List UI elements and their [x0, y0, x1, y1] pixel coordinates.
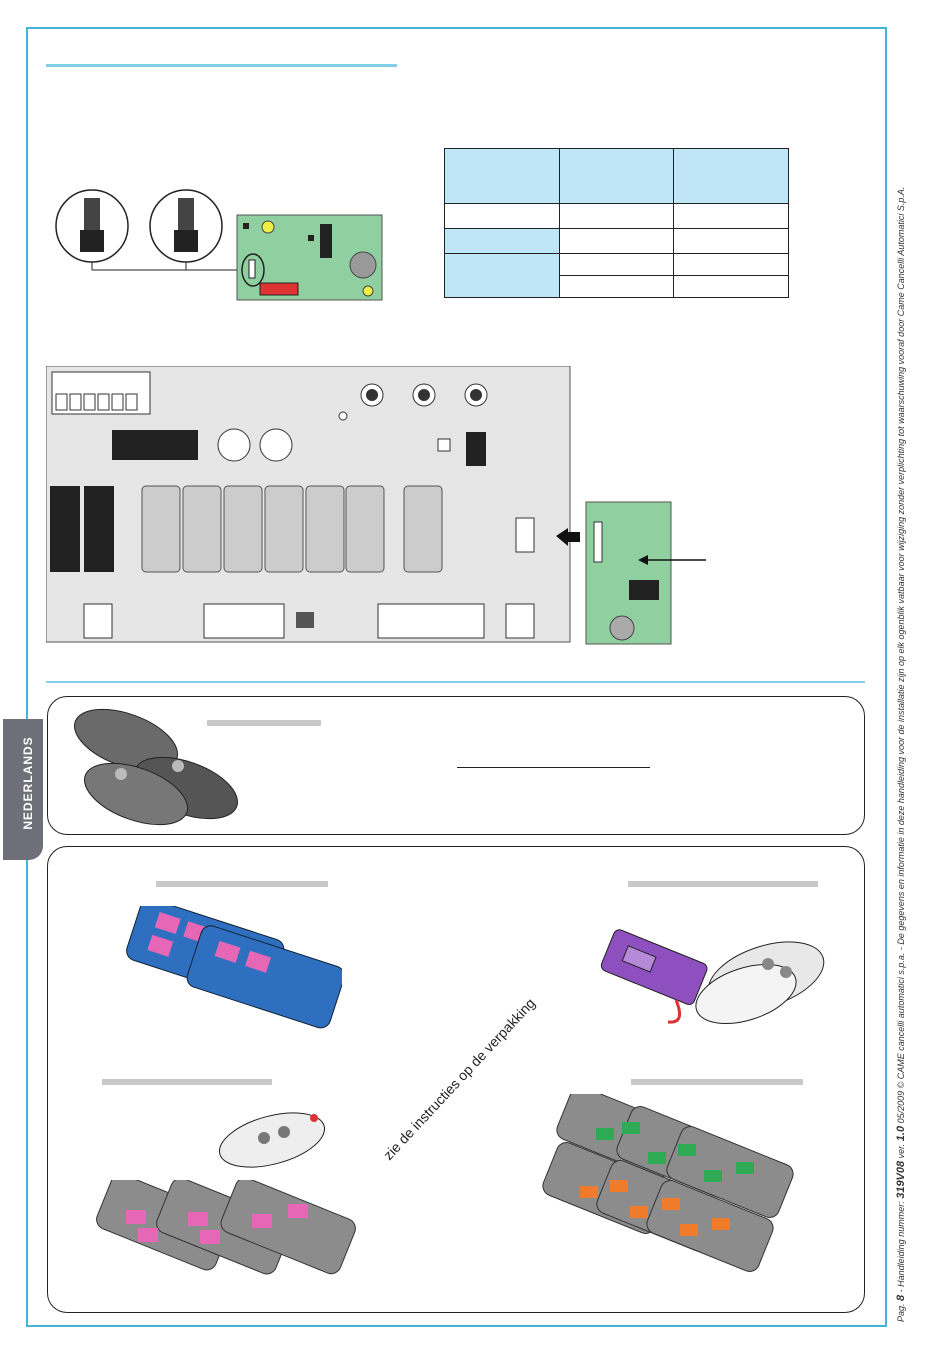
table-row — [445, 274, 789, 299]
footer-line: Pag. 8 - Handleiding nummer: 319V08 ver.… — [895, 122, 907, 1322]
green-orange-remotes-icon — [542, 1094, 794, 1272]
remote-panel-top — [47, 696, 865, 835]
purple-grey-remotes-icon — [600, 929, 825, 1024]
footer-date: 05/2009 — [896, 1090, 906, 1126]
table-row — [444, 252, 789, 299]
remote-panel-bottom — [47, 846, 865, 1313]
copyright-notice: © CAME cancelli automatici s.p.a. - De g… — [896, 186, 906, 1091]
heading-placeholder — [631, 1079, 803, 1085]
heading-placeholder — [156, 881, 328, 887]
language-tab-label: NEDERLANDS — [21, 736, 35, 830]
pink-remotes-icon — [96, 1180, 356, 1275]
specification-table — [444, 147, 789, 299]
connector-illustration — [55, 189, 383, 301]
heading-placeholder — [207, 720, 321, 726]
blue-remotes-icon — [126, 906, 342, 1029]
page-label: Pag. — [896, 1303, 906, 1322]
version-number: 1.0 — [895, 1125, 907, 1142]
heading-placeholder — [102, 1079, 272, 1085]
page-frame — [26, 27, 887, 1327]
manual-number: 319V08 — [895, 1160, 907, 1199]
version-prefix: ver. — [896, 1141, 906, 1161]
table-header-row — [444, 147, 789, 205]
page-number: 8 — [895, 1294, 907, 1301]
underline-placeholder — [457, 767, 650, 768]
heading-placeholder — [628, 881, 818, 887]
control-board-diagram — [46, 366, 706, 645]
white-remote-icon — [218, 1112, 326, 1168]
language-tab: NEDERLANDS — [3, 719, 43, 860]
table-row — [444, 203, 789, 229]
top-remote-icon — [73, 708, 239, 826]
manual-prefix: - Handleiding nummer: — [896, 1198, 906, 1295]
section-rule-middle — [46, 681, 865, 683]
table-row — [444, 227, 789, 254]
section-rule-top — [46, 64, 397, 67]
